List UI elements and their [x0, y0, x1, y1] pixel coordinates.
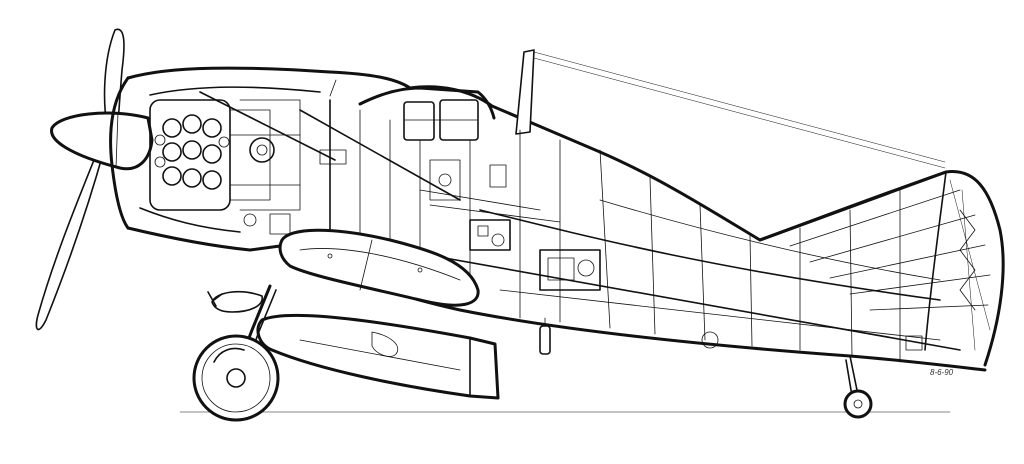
rudder — [924, 171, 947, 351]
engine-cylinders — [154, 114, 230, 190]
artist-signature: 8-6-90 — [930, 368, 954, 377]
antenna-wire — [533, 51, 946, 163]
fuselage — [109, 66, 1005, 372]
main-landing-gear — [192, 284, 280, 422]
tail-wheel — [843, 355, 873, 419]
fuselage-bottom — [126, 226, 987, 372]
canopy-window-front — [403, 101, 435, 141]
canopy — [358, 86, 496, 141]
cowling-front — [109, 76, 130, 230]
fuselage-top — [126, 66, 1005, 367]
propeller-blade-lower — [35, 149, 105, 331]
misc-details — [243, 79, 923, 355]
main-wheel — [192, 334, 280, 422]
tail-fin — [758, 170, 991, 351]
drop-tank — [256, 313, 500, 400]
engine — [149, 99, 301, 211]
spinner — [50, 111, 154, 171]
antenna — [515, 49, 946, 169]
cockpit-equipment — [419, 159, 601, 291]
fuel-tank — [278, 228, 480, 307]
antenna-mast — [515, 49, 535, 135]
gear-fairing-small — [211, 290, 263, 313]
propeller — [35, 28, 154, 331]
